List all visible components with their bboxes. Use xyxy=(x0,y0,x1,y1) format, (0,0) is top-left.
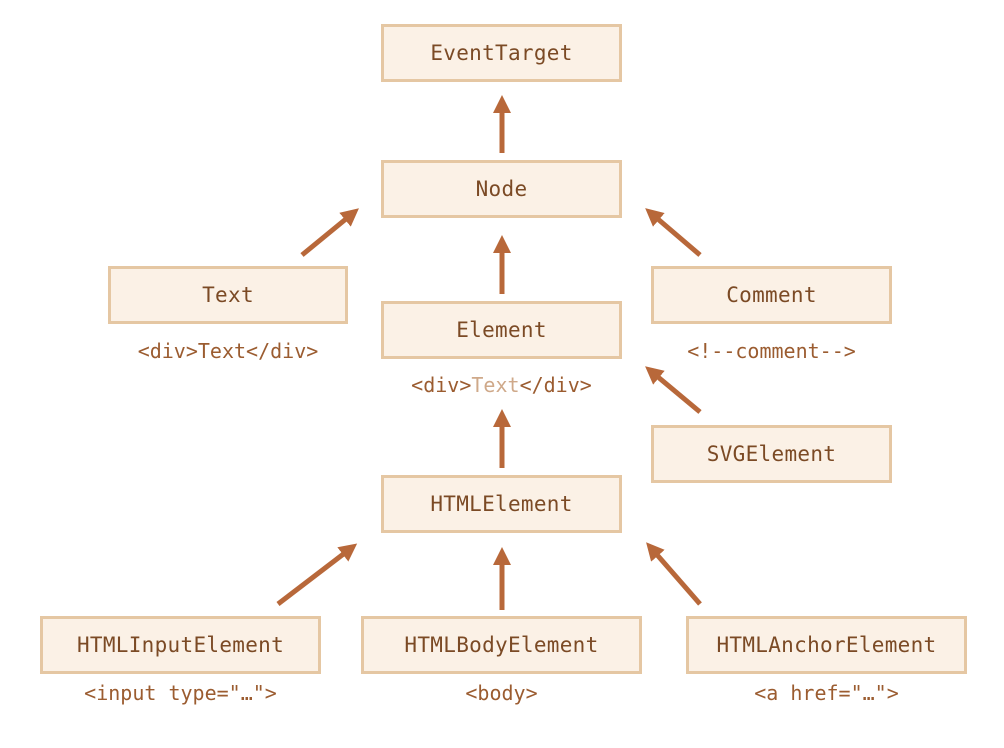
htmlelement-box: HTMLElement xyxy=(381,475,622,533)
htmlinputelement-caption: <input type="…"> xyxy=(84,681,277,705)
element-caption: <div>Text</div> xyxy=(381,373,622,397)
element-caption-inner: Text xyxy=(471,373,520,397)
text-box: Text xyxy=(108,266,348,324)
node-box: Node xyxy=(381,160,622,218)
htmlanchorelement-box: HTMLAnchorElement xyxy=(686,616,967,674)
element-caption-close: </div> xyxy=(519,373,592,397)
htmlinputelement-box: HTMLInputElement xyxy=(40,616,321,674)
arrow-text-to-node xyxy=(300,208,359,257)
element-box: Element xyxy=(381,301,622,359)
arrow-comment-to-node xyxy=(645,208,702,257)
arrow-svgelement-to-element xyxy=(645,366,702,414)
comment-caption: <!--comment--> xyxy=(687,339,856,363)
arrow-htmlanchorelement-to-htmlelement xyxy=(646,542,702,606)
htmlbodyelement-caption: <body> xyxy=(465,681,538,705)
svgelement-box: SVGElement xyxy=(651,425,892,483)
eventtarget-box: EventTarget xyxy=(381,24,622,82)
htmlbodyelement-box: HTMLBodyElement xyxy=(361,616,642,674)
comment-box: Comment xyxy=(651,266,892,324)
element-caption-open: <div> xyxy=(411,373,472,397)
arrow-htmlinputelement-to-htmlelement xyxy=(276,543,358,606)
text-caption: <div>Text</div> xyxy=(137,339,319,363)
htmlanchorelement-caption: <a href="…"> xyxy=(754,681,899,705)
